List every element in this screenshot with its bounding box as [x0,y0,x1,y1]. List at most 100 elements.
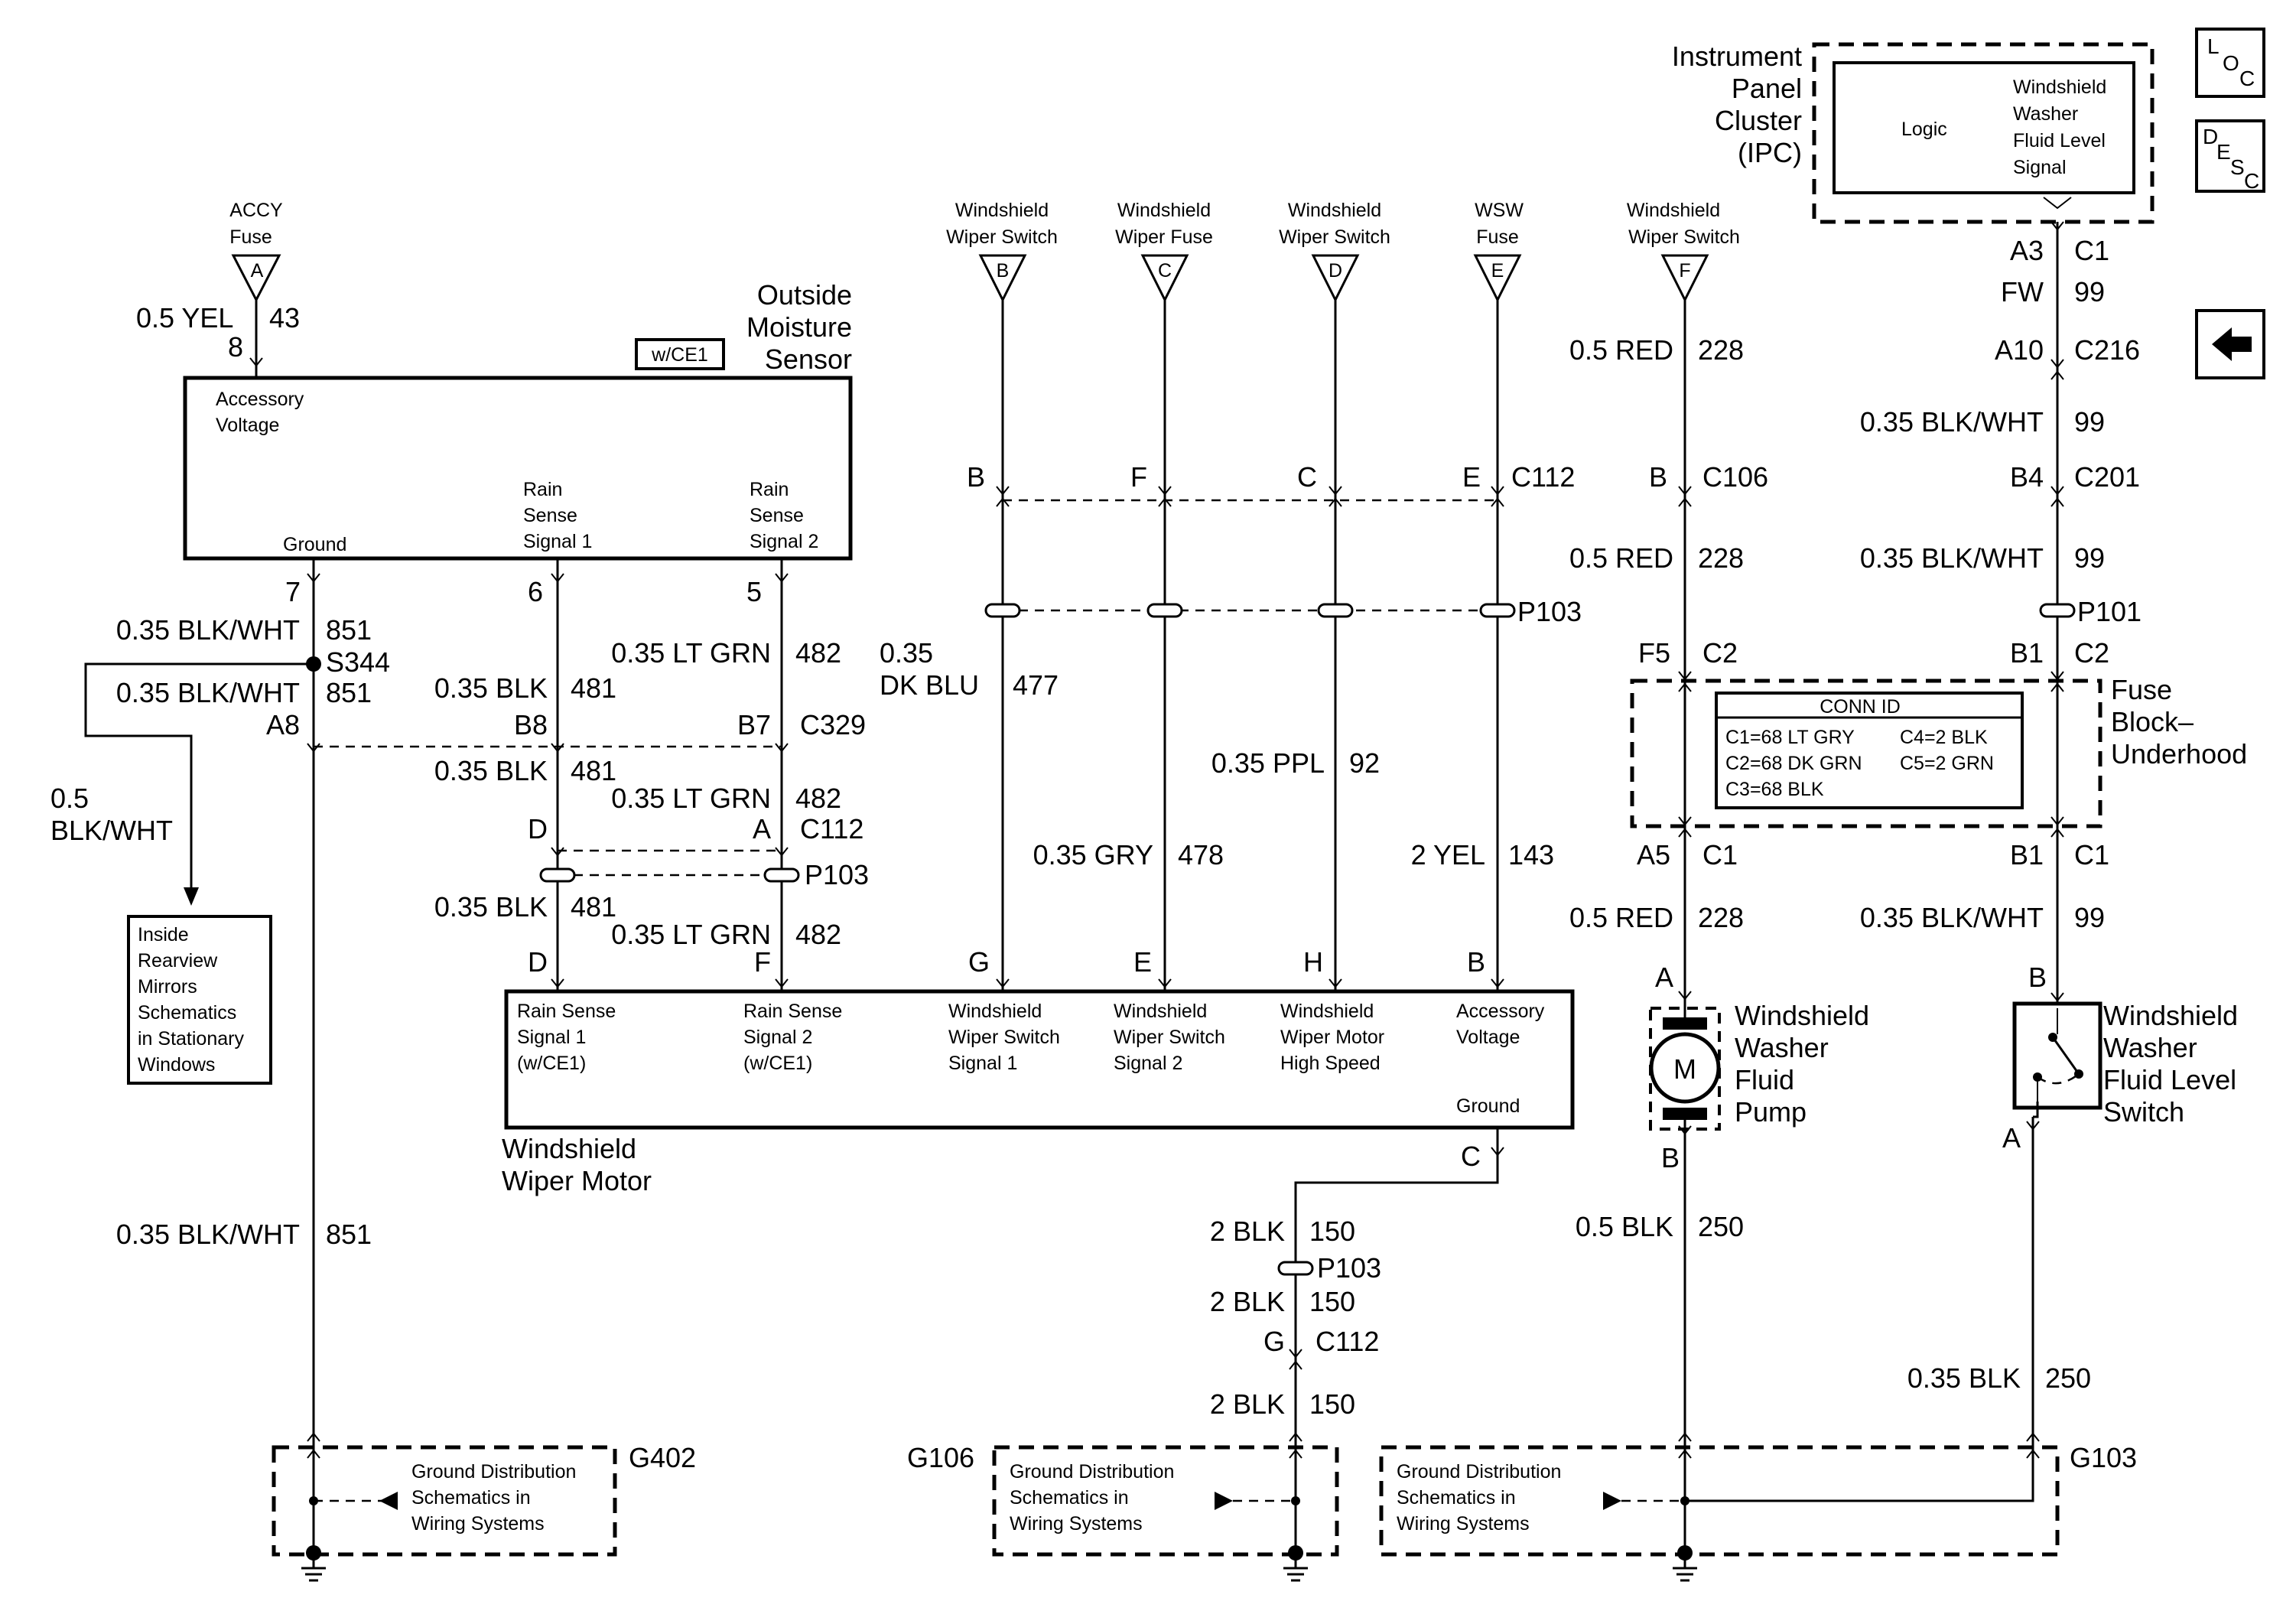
feed-b-letter: B [997,260,1010,282]
motor-title-2: Wiper Motor [502,1165,652,1196]
feed-accy-label-1: ACCY [229,200,283,221]
conn-c112-left: C112 [800,813,863,845]
wire-yel-143-label: 2 YEL [1411,839,1485,871]
motor-rain2-1: Rain Sense [743,1001,842,1022]
ground-g103[interactable]: Ground Distribution Schematics in Wiring… [1379,1432,2137,1582]
conn-c1-ipc: C1 [2074,235,2109,266]
conn-id-c2: C2=68 DK GRN [1725,753,1862,774]
feed-c-letter: C [1158,260,1172,282]
conn-id-title: CONN ID [1820,696,1901,718]
pump-label-1: Windshield [1735,1000,1869,1031]
wiring-washer-pump: 0.5 RED 228 B C106 0.5 RED 228 F5 C2 A5 … [1569,300,1869,1446]
sensor-rain2-2: Sense [750,505,804,526]
wire-blu-477-label-2: DK BLU [880,669,979,701]
wire-bw-99-label-3: 0.35 BLK/WHT [1860,902,2044,933]
desc-letter-e: E [2216,140,2231,164]
sensor-pin-5: 5 [746,576,762,607]
feed-f-letter: F [1679,260,1690,282]
feed-b-label-2: Wiper Switch [946,226,1058,248]
wiring-level-signal: A3 C1 FW 99 A10 C216 0.35 BLK/WHT 99 B4 … [1860,221,2238,1446]
conn-c112-pin-e: E [1462,461,1481,493]
feed-e: WSW Fuse E [1473,200,1524,303]
feed-f-label-1: Windshield [1627,200,1720,221]
wire-blk-250-circuit: 250 [1698,1211,1744,1242]
desc-button[interactable]: D E S C [2195,119,2265,193]
conn-c106-pin-b: B [1649,461,1667,493]
back-button[interactable] [2195,309,2265,379]
conn-c112-ground: C112 [1315,1326,1379,1357]
conn-c2-left: C2 [1702,637,1738,669]
sensor-rain2-1: Rain [750,479,789,500]
conn-id-c1: C1=68 LT GRY [1725,727,1855,748]
loc-letter-l: L [2207,34,2220,58]
conn-p103-ground: P103 [1317,1252,1381,1284]
wire-red-228-circuit: 228 [1698,334,1744,366]
motor-switch1-3: Signal 1 [948,1053,1017,1074]
mirrors-reference[interactable]: Inside Rearview Mirrors Schematics in St… [127,915,272,1085]
feed-accy-fuse: ACCY Fuse A [229,200,283,303]
switch-label-3: Fluid Level [2103,1064,2236,1095]
switch-pin-a: A [2002,1122,2021,1154]
loc-button[interactable]: L O C [2195,28,2265,98]
sensor-rain2-3: Signal 2 [750,531,818,552]
conn-b4: B4 [2010,461,2044,493]
sensor-title-3: Sensor [765,343,852,375]
sensor-rain1-3: Signal 1 [523,531,592,552]
ground-g106-label: G106 [907,1442,974,1473]
feed-b-label-1: Windshield [955,200,1049,221]
wiring-left: 0.5 YEL 43 0.35 BLK/WHT 851 S344 0.35 BL… [50,300,869,1446]
motor-switch2-1: Windshield [1114,1001,1207,1022]
wire-bw-99-circuit-3: 99 [2074,902,2105,933]
wiring-motor-ground: C 2 BLK 150 P103 2 BLK 150 G C112 2 BLK … [1210,1128,1504,1446]
mirrors-line-1: Inside [138,924,189,945]
wire-red-228-label: 0.5 RED [1569,334,1673,366]
wire-fw-99-circuit: 99 [2074,276,2105,308]
wire-ppl-92-label: 0.35 PPL [1211,747,1325,779]
pump-label-4: Pump [1735,1096,1807,1128]
conn-a-c112: A [753,813,771,845]
wire-blk-250-label-2: 0.35 BLK [1907,1362,2021,1394]
g402-dist-2: Schematics in [411,1487,531,1508]
sensor-title-2: Moisture [746,311,852,343]
conn-b8: B8 [514,709,548,740]
sensor-pin-8: 8 [228,331,243,363]
conn-d-c112: D [528,813,548,845]
ipc-title-3: Cluster [1715,105,1802,136]
ground-icon [301,1559,326,1582]
ipc-signal-3: Fluid Level [2013,130,2106,151]
conn-a10: A10 [1995,334,2044,366]
wire-grn-482-circuit-3: 482 [795,919,841,950]
wire-blk-481-label-3: 0.35 BLK [434,891,548,923]
ground-g402[interactable]: Ground Distribution Schematics in Wiring… [272,1432,696,1582]
conn-p103-mid: P103 [1517,596,1582,627]
wire-blk-481-circuit-3: 481 [571,891,616,923]
conn-f5: F5 [1638,637,1670,669]
conn-c112-mid: C112 [1511,461,1575,493]
motor-ground: Ground [1456,1095,1520,1117]
motor-rain2-2: Signal 2 [743,1027,812,1048]
wire-red-228-label-3: 0.5 RED [1569,902,1673,933]
wiring-middle: B F C E C112 P103 0.35 DK BLU 477 0.35 G… [551,300,1582,991]
motor-switch1-2: Wiper Switch [948,1027,1060,1048]
wire-blu-477-circuit: 477 [1013,669,1059,701]
feed-c: Windshield Wiper Fuse C [1115,200,1213,303]
wire-bw-branch-label-1: 0.5 [50,783,89,814]
pin-c-motor-ground: C [1461,1141,1481,1172]
wire-blk-150-label-2: 2 BLK [1210,1286,1285,1317]
wire-bw-99-circuit: 99 [2074,406,2105,438]
ground-g106[interactable]: G106 Ground Distribution Schematics in W… [907,1432,1339,1582]
ipc-title-1: Instrument [1672,41,1802,72]
wire-bw-branch-label-2: BLK/WHT [50,815,173,846]
conn-id-c4: C4=2 BLK [1900,727,1988,748]
wire-bw-851-circuit-2: 851 [326,677,372,708]
splice-s344: S344 [326,646,390,678]
wire-blk-150-label: 2 BLK [1210,1216,1285,1247]
conn-a8: A8 [266,709,300,740]
ipc-title-2: Panel [1732,73,1802,104]
conn-c112-pin-c: C [1297,461,1317,493]
sensor-ground: Ground [283,534,346,555]
wire-blk-150-circuit: 150 [1309,1216,1355,1247]
conn-c112-pin-b: B [967,461,985,493]
switch-label-1: Windshield [2103,1000,2238,1031]
mirrors-line-4: Schematics [138,1002,236,1024]
